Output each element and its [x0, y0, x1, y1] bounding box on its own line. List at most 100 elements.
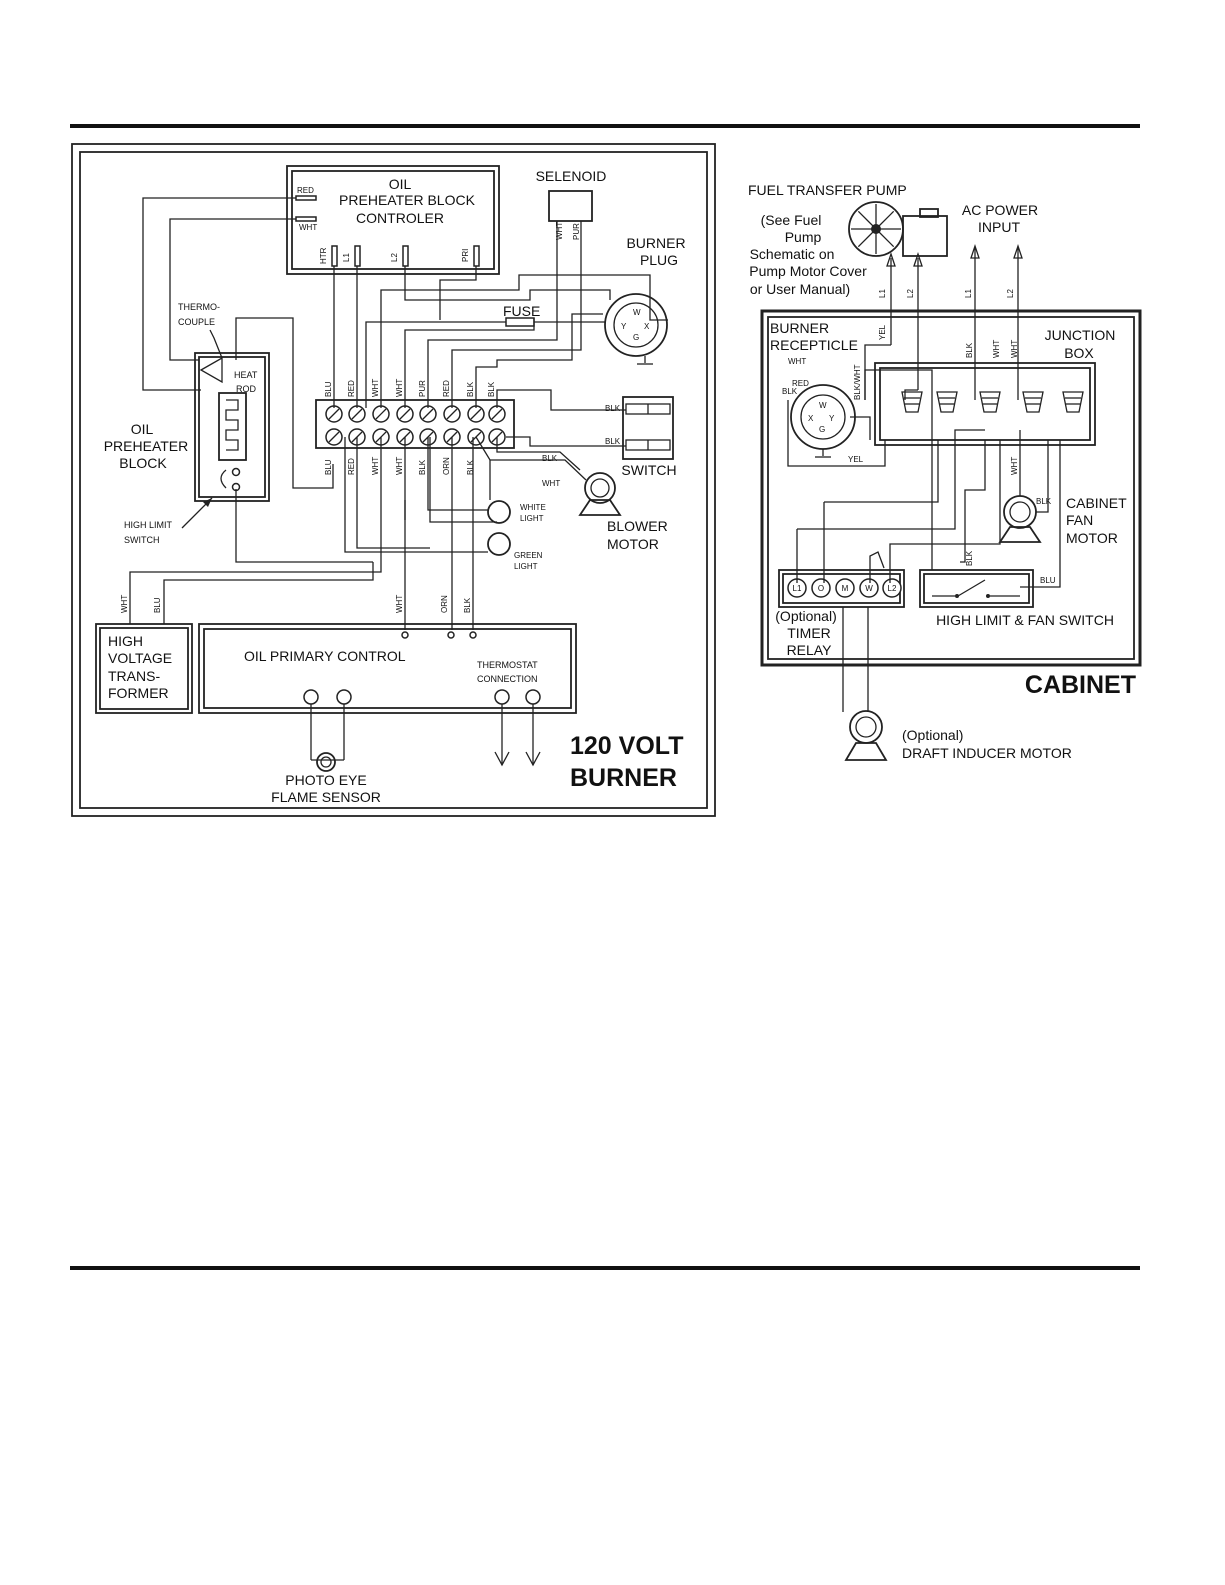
- selenoid-wire-wht: WHT: [555, 222, 564, 240]
- junction-line1: JUNCTION: [1045, 327, 1116, 343]
- burner-plug-line1: BURNER: [626, 235, 685, 251]
- oil-preheater-block: THERMO- COUPLE HEAT ROD OIL PREHEATER BL…: [104, 302, 270, 545]
- timer-terminal-3: M: [835, 578, 855, 598]
- thermostat-line2: CONNECTION: [477, 674, 538, 684]
- controller-line3: CONTROLER: [356, 210, 444, 226]
- burner-title-line1: 120 VOLT: [570, 732, 683, 760]
- terminal-bottom-row: [325, 428, 506, 446]
- rec-wire-yel-2: YEL: [878, 324, 887, 340]
- timer-terminal-label: W: [865, 584, 873, 593]
- switch-label: SWITCH: [621, 462, 676, 478]
- wire-connector-4: [1022, 391, 1044, 413]
- fan-motor-line1: CABINET: [1066, 495, 1127, 511]
- draft-line2: DRAFT INDUCER MOTOR: [902, 745, 1072, 761]
- green-light: GREEN LIGHT: [487, 532, 543, 571]
- cabinet-box: [760, 309, 1142, 667]
- cabinet-panel: FUEL TRANSFER PUMP (See Fuel Pump Schema…: [748, 182, 1142, 761]
- blower-motor-line2: MOTOR: [607, 536, 659, 552]
- terminal-top-label: BLK: [466, 381, 475, 397]
- fuse-label: FUSE: [503, 303, 540, 319]
- recepticle-line2: RECEPTICLE: [770, 337, 858, 353]
- heat-rod-line1: HEAT: [234, 370, 258, 380]
- fuel-transfer-pump: FUEL TRANSFER PUMP (See Fuel Pump Schema…: [748, 182, 948, 297]
- pump-note-1: (See Fuel: [761, 212, 822, 228]
- selenoid-wire-pur: PUR: [572, 223, 581, 240]
- cabinet-fan-motor: CABINET FAN MOTOR BLK WHT: [998, 457, 1127, 546]
- rec-pin-x: X: [808, 414, 814, 423]
- terminal-bottom-label: ORN: [442, 457, 451, 475]
- primary-wire-orn: ORN: [440, 595, 449, 613]
- high-voltage-transformer: HIGH VOLTAGE TRANS- FORMER WHT BLU: [95, 595, 193, 714]
- photo-eye-line2: FLAME SENSOR: [271, 789, 381, 805]
- pump-note-4: Pump Motor Cover: [749, 263, 867, 279]
- controller-pin-l2: L2: [390, 253, 399, 262]
- timer-terminal-5: L2: [882, 578, 902, 598]
- terminal-bottom-label: BLK: [418, 459, 427, 475]
- heat-rod-line2: ROD: [236, 384, 257, 394]
- fan-wire-wht: WHT: [1010, 457, 1019, 475]
- terminal-bottom-label: BLU: [324, 459, 333, 475]
- switch-wire-blk-c: BLK: [965, 550, 974, 566]
- fan-wire-blk: BLK: [1036, 497, 1052, 506]
- switch: SWITCH BLK BLK: [605, 396, 677, 478]
- ac-power-line1: AC POWER: [962, 202, 1038, 218]
- terminal-top-label: RED: [347, 380, 356, 397]
- primary-control-label: OIL PRIMARY CONTROL: [244, 648, 406, 664]
- blower-motor: BLOWER MOTOR BLK WHT: [542, 454, 668, 552]
- terminal-top-label: WHT: [371, 379, 380, 397]
- plug-pin-w: W: [633, 308, 641, 317]
- green-light-line2: LIGHT: [514, 562, 538, 571]
- pump-note-2: Pump: [785, 229, 822, 245]
- cabinet-title: CABINET: [1025, 671, 1136, 699]
- junction-line2: BOX: [1064, 345, 1094, 361]
- rec-wire-red: RED: [792, 379, 809, 388]
- oil-primary-control: OIL PRIMARY CONTROL THERMOSTAT CONNECTIO…: [198, 595, 577, 714]
- controller-pin-pri: PRI: [461, 249, 470, 262]
- blower-wire-wht: WHT: [542, 479, 560, 488]
- controller-line1: OIL: [389, 176, 412, 192]
- plug-pin-y: Y: [621, 322, 627, 331]
- selenoid: SELENOID WHT PUR: [536, 168, 607, 240]
- terminal-top-label: PUR: [418, 380, 427, 397]
- junction-box: JUNCTION BOX BLK WHT WHT: [874, 327, 1116, 446]
- photo-eye: PHOTO EYE FLAME SENSOR: [271, 704, 381, 805]
- preheater-controller: OIL PREHEATER BLOCK CONTROLER RED WHT HT…: [286, 165, 500, 275]
- primary-wire-blk: BLK: [463, 597, 472, 613]
- transformer-line4: FORMER: [108, 685, 169, 701]
- cabinet-wiring: [787, 344, 1061, 588]
- burner-title-line2: BURNER: [570, 764, 677, 792]
- preheater-block-line2: PREHEATER: [104, 438, 189, 454]
- timer-terminal-2: O: [811, 578, 831, 598]
- timer-terminal-label: L1: [793, 584, 802, 593]
- wire-connector-3: [979, 391, 1001, 413]
- terminal-bottom-label: RED: [347, 458, 356, 475]
- timer-terminal-label: O: [818, 584, 824, 593]
- ac-power-line2: INPUT: [978, 219, 1020, 235]
- transformer-wire-blu: BLU: [153, 597, 162, 613]
- transformer-line2: VOLTAGE: [108, 650, 172, 666]
- controller-pin-wht: WHT: [299, 223, 317, 232]
- burner-panel: OIL PREHEATER BLOCK CONTROLER RED WHT HT…: [71, 143, 716, 817]
- plug-pin-x: X: [644, 322, 650, 331]
- rec-wire-wht: WHT: [788, 357, 806, 366]
- burner-plug-line2: PLUG: [640, 252, 678, 268]
- transformer-line1: HIGH: [108, 633, 143, 649]
- white-light-line1: WHITE: [520, 503, 546, 512]
- high-limit-fan-switch: HIGH LIMIT & FAN SWITCH BLU BLK: [919, 550, 1114, 628]
- terminal-bottom-label: WHT: [371, 457, 380, 475]
- thermostat-leads: [494, 704, 541, 767]
- timer-terminal-label: L2: [888, 584, 897, 593]
- white-light: WHITE LIGHT: [487, 500, 546, 524]
- rec-wire-blkwht: BLK/WHT: [853, 364, 862, 400]
- rec-pin-g: G: [819, 425, 825, 434]
- blower-wire-blk: BLK: [542, 454, 558, 463]
- terminal-top-label: WHT: [395, 379, 404, 397]
- preheater-block-line1: OIL: [131, 421, 154, 437]
- timer-line1: (Optional): [775, 608, 836, 624]
- high-limit-line2: SWITCH: [124, 535, 160, 545]
- transformer-line3: TRANS-: [108, 668, 160, 684]
- fan-motor-line3: MOTOR: [1066, 530, 1118, 546]
